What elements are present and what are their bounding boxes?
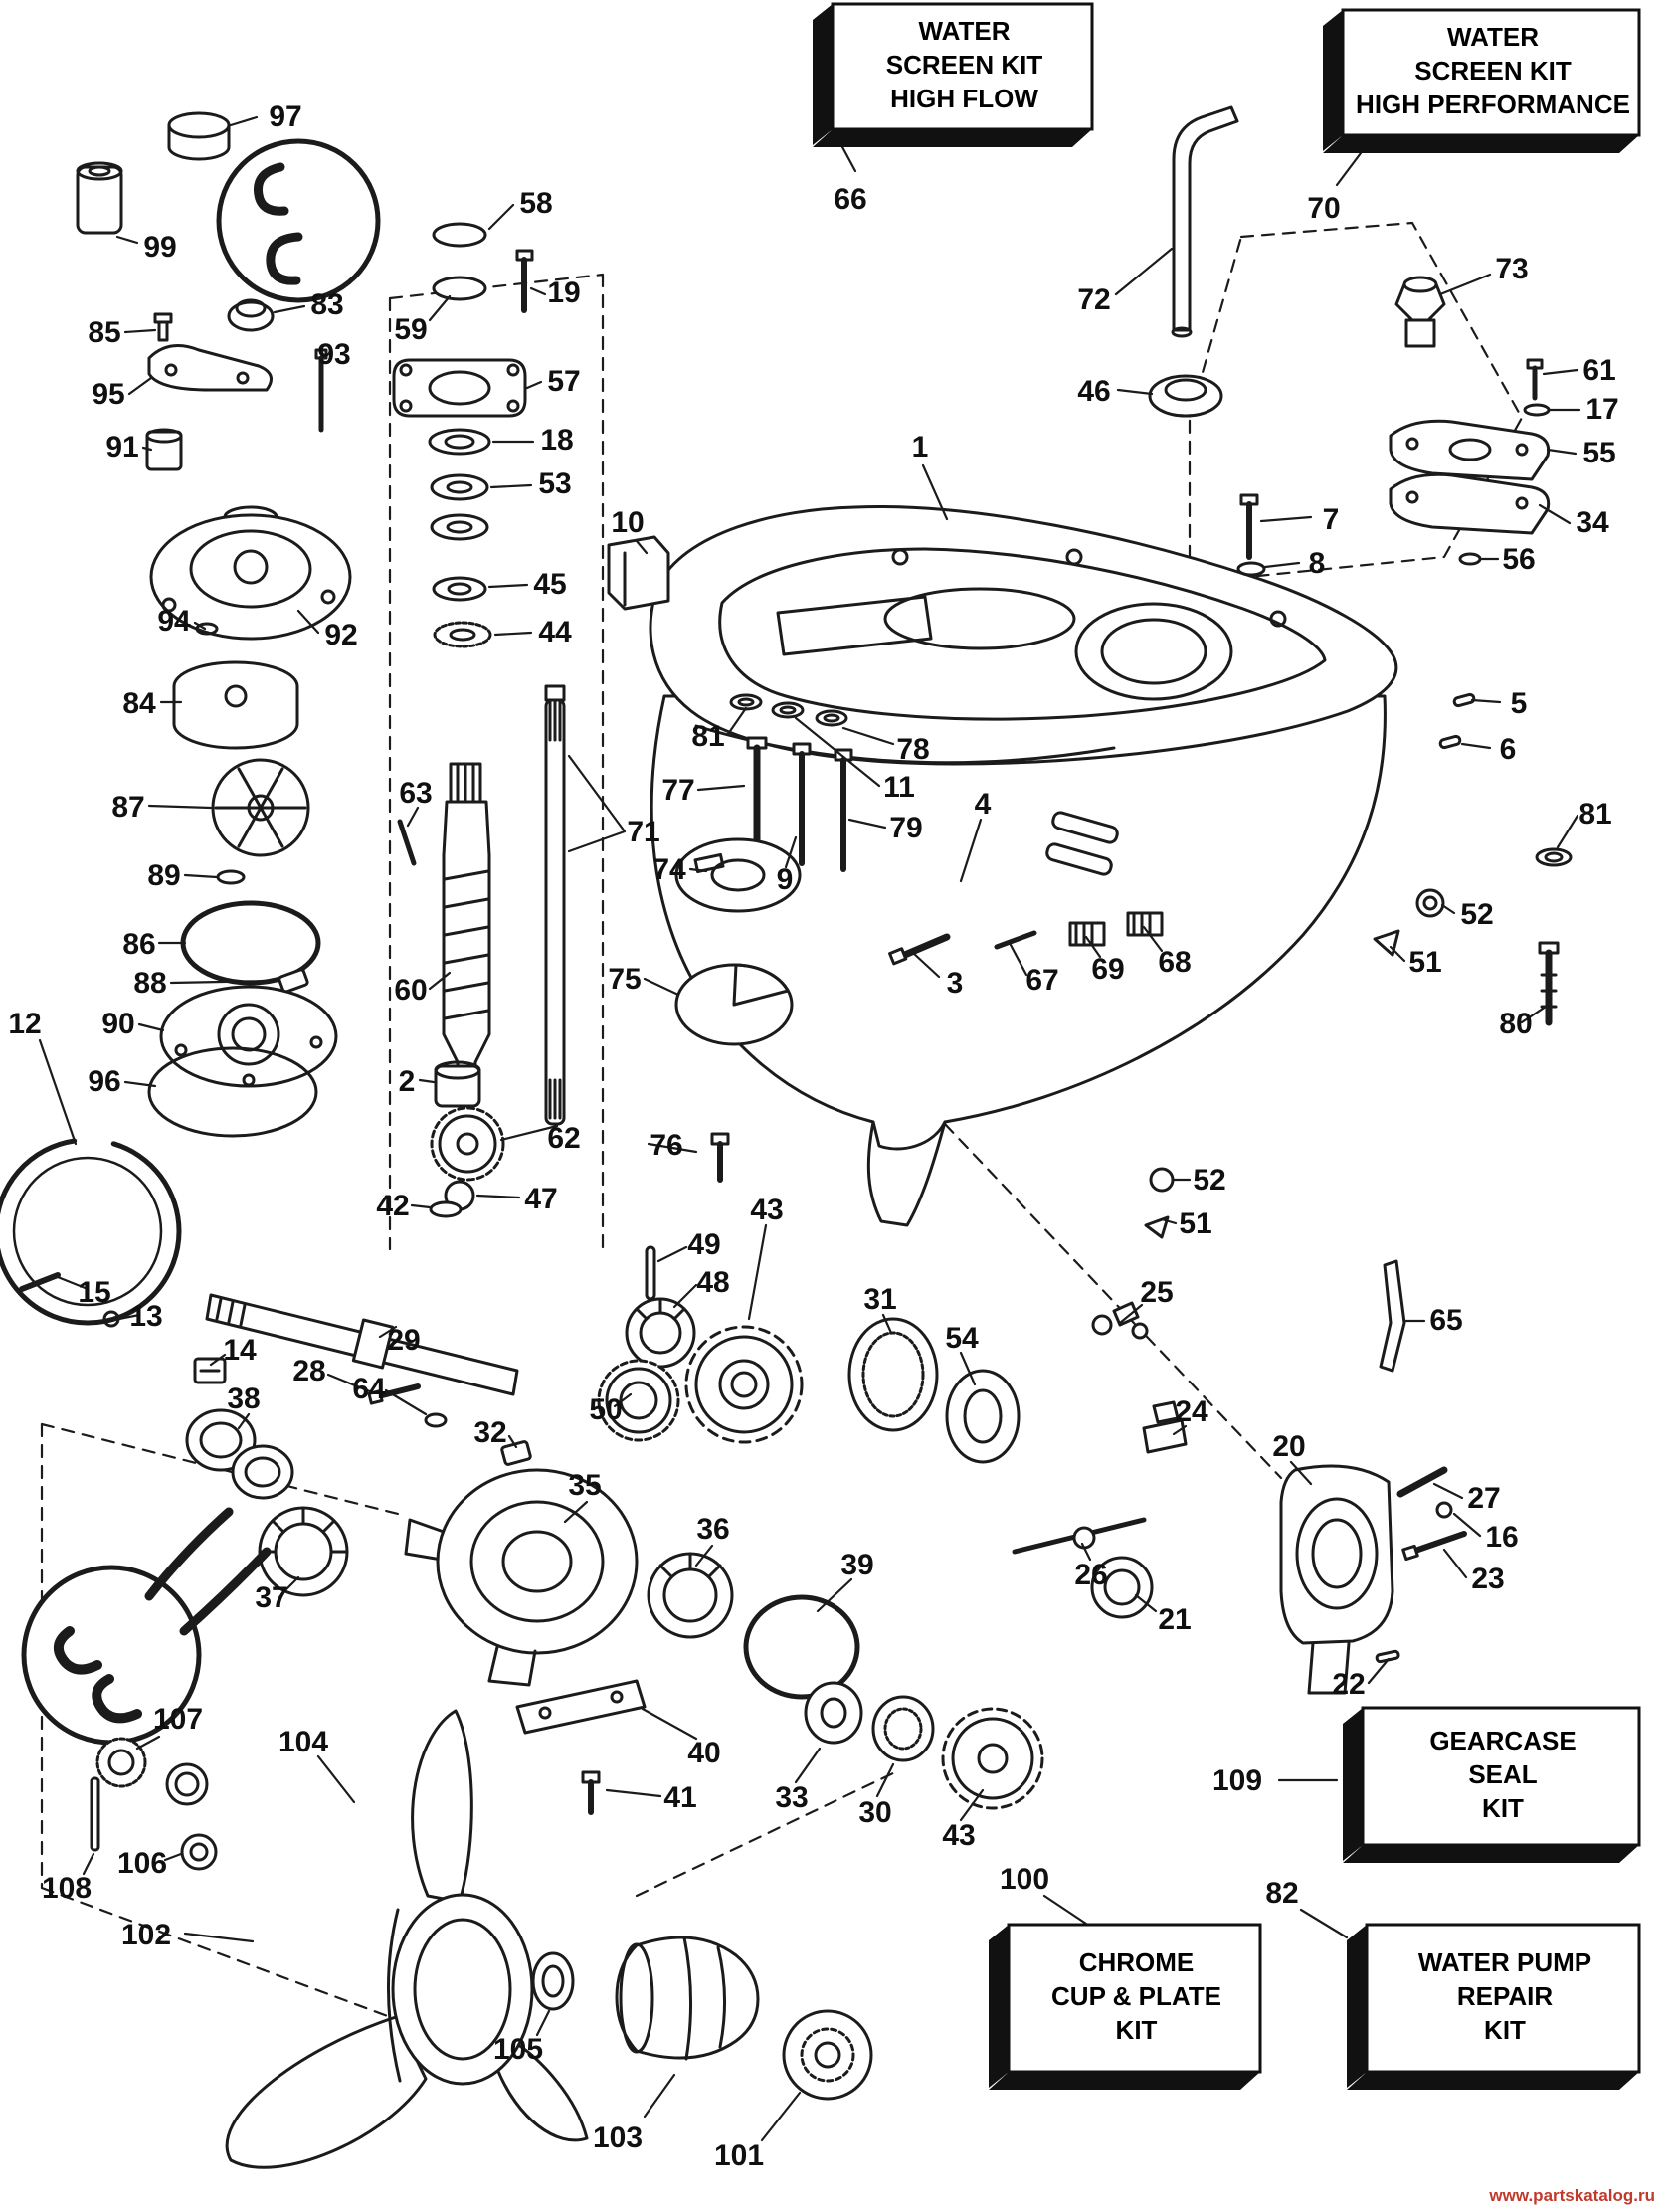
flange-hardware <box>674 693 1164 1183</box>
dashed-guides <box>40 221 1524 2033</box>
gearcase-housing <box>649 505 1398 1227</box>
detail-circle-bottom <box>21 1507 272 1746</box>
leader-lines <box>38 115 1581 2142</box>
right-side-hardware <box>1144 692 1573 1373</box>
driveshaft-parts <box>397 535 670 1218</box>
bearing-carrier <box>1012 1400 1467 1695</box>
water-tube-and-cover <box>1148 105 1551 577</box>
driveshaft-seal-stack <box>392 222 534 648</box>
forward-gear-cluster <box>597 1245 1149 1464</box>
detail-circle-top <box>216 138 381 303</box>
propshaft-assembly <box>185 1293 1044 1815</box>
watermark: www.partskatalog.ru <box>1489 2186 1655 2205</box>
water-pump-parts <box>0 111 352 1384</box>
lower-left-hardware <box>90 1737 218 1871</box>
propeller <box>225 1709 873 2169</box>
